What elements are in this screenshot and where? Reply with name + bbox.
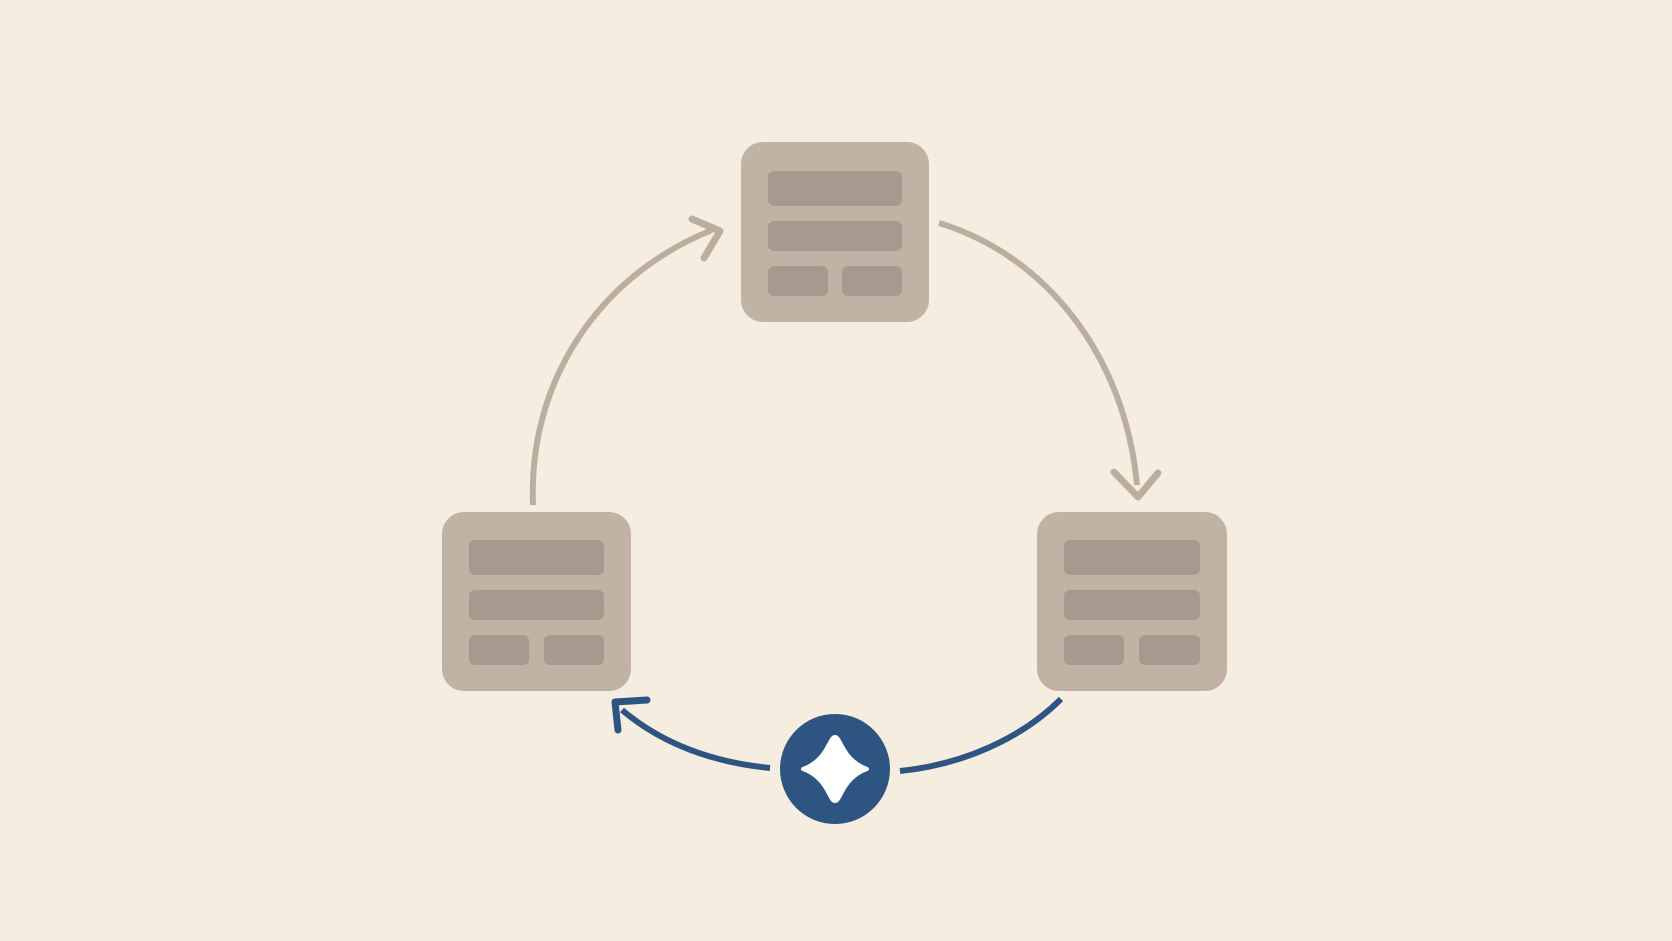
card-right-block-right [1139,635,1200,665]
arrow-left-to-top [529,215,724,506]
arrow-top-to-right-head [1110,468,1162,501]
card-top-block-left [768,266,828,296]
card-left-row-1 [469,540,604,575]
arrow-top-to-right [938,220,1162,501]
card-left-block-left [469,635,529,665]
arrow-left-to-top-head [688,215,724,262]
card-top-row-1 [768,171,902,206]
hub [780,714,890,824]
card-right [1037,512,1227,691]
arrow-hub-to-left-line [620,707,771,771]
card-left-row-2 [469,590,604,620]
arrow-right-to-hub [899,696,1064,774]
card-right-row-2 [1064,590,1200,620]
arrow-top-to-right-line [938,220,1140,486]
card-top-row-2 [768,221,902,251]
card-left-block-right [544,635,604,665]
arrow-hub-to-left-head [611,696,651,734]
card-left [442,512,631,691]
card-right-row-1 [1064,540,1200,575]
sparkle-icon [801,735,869,803]
arrow-left-to-top-line [529,227,714,506]
arrow-hub-to-left [611,696,771,771]
card-top [741,142,929,322]
card-right-block-left [1064,635,1124,665]
arrow-right-to-hub-line [899,696,1064,774]
card-top-block-right [842,266,902,296]
